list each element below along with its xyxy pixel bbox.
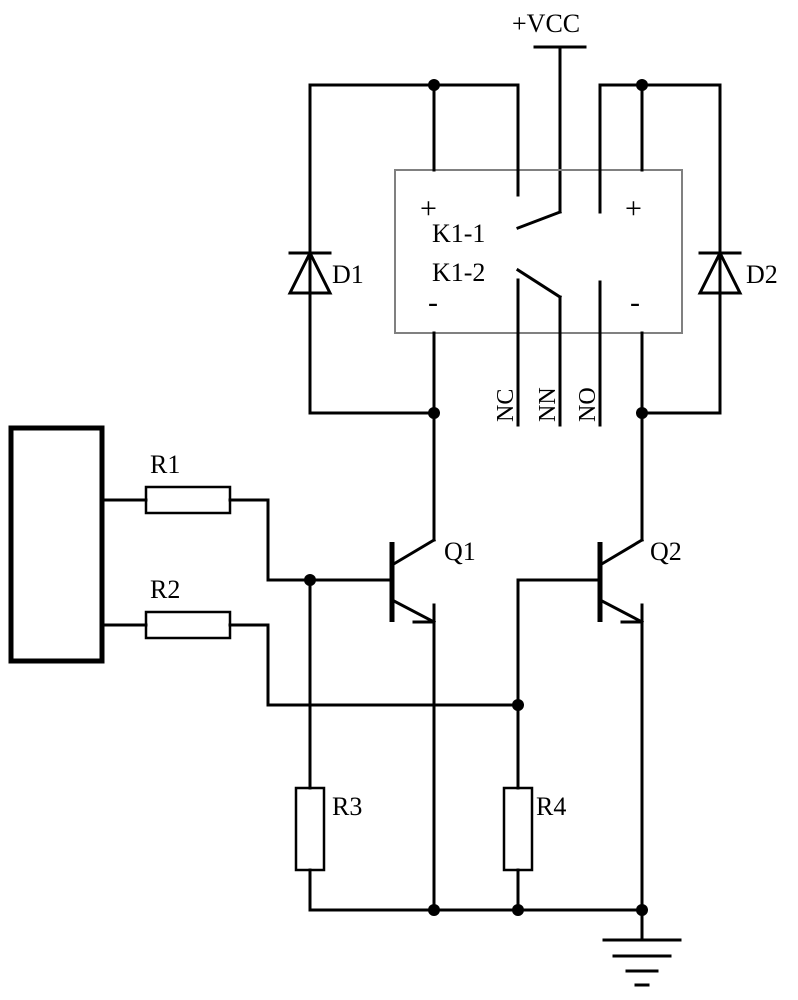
- junction-dot: [636, 79, 648, 91]
- relay-pin-nc-label: NC: [493, 389, 519, 422]
- resistor-r1-label: R1: [150, 450, 180, 479]
- resistor-r2-label: R2: [150, 575, 180, 604]
- relay-contact-k1-1-label: K1-1: [432, 219, 485, 248]
- relay-pin-no-label: NO: [575, 387, 601, 422]
- ground-icon: [602, 938, 682, 987]
- left-branch-wires: [308, 83, 520, 542]
- vcc-label: +VCC: [512, 9, 580, 38]
- transistor-q1-label: Q1: [444, 537, 476, 566]
- vcc-terminal: [533, 45, 587, 214]
- junction-dot: [428, 904, 440, 916]
- transistor-q2: [516, 537, 645, 942]
- transistor-q1: [389, 537, 437, 912]
- junction-dot: [512, 699, 524, 711]
- resistor-r3-label: R3: [332, 792, 362, 821]
- relay-left-plus: +: [420, 192, 437, 225]
- diode-d1: [287, 249, 333, 295]
- diode-d1-label: D1: [332, 260, 364, 289]
- relay-contact-k1-2-label: K1-2: [432, 258, 485, 287]
- right-branch-wires: [598, 83, 722, 542]
- resistor-r3: [294, 578, 326, 912]
- relay-right-minus: -: [630, 286, 640, 319]
- input-module-block: [8, 425, 105, 664]
- junction-dot: [428, 79, 440, 91]
- diode-d2-label: D2: [746, 260, 778, 289]
- junction-dot: [304, 574, 316, 586]
- resistor-r4-label: R4: [536, 792, 566, 821]
- relay-right-plus: +: [625, 192, 642, 225]
- relay-k1-box: [394, 169, 683, 334]
- transistor-q2-label: Q2: [650, 537, 682, 566]
- diode-d2: [697, 249, 743, 295]
- junction-dots: [304, 79, 648, 916]
- junction-dot: [636, 407, 648, 419]
- relay-contacts: [515, 83, 602, 427]
- relay-left-minus: -: [428, 286, 438, 319]
- junction-dot: [512, 904, 524, 916]
- resistor-r4: [502, 786, 534, 912]
- junction-dot: [428, 407, 440, 419]
- relay-pin-nn-label: NN: [535, 387, 561, 422]
- resistor-r1: [100, 485, 392, 582]
- junction-dot: [636, 904, 648, 916]
